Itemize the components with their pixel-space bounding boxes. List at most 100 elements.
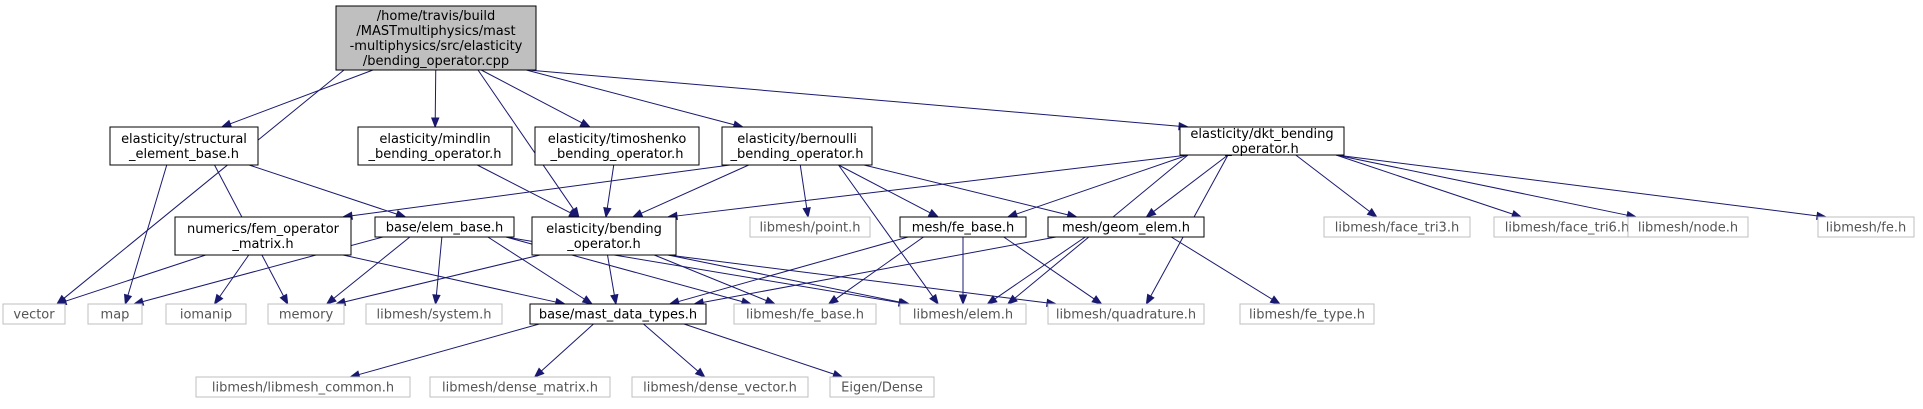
node-vector: vector (2, 303, 66, 325)
node-label: iomanip (180, 308, 232, 323)
edge-bo-to-quad (667, 254, 1048, 304)
edge-root-to-seb (230, 69, 374, 125)
arrowhead (958, 294, 968, 306)
node-febase[interactable]: mesh/fe_base.h (899, 216, 1027, 238)
node-label: base/mast_data_types.h (539, 308, 697, 323)
edge-seb-to-ebase (248, 164, 398, 215)
node-box (1239, 303, 1375, 325)
node-map: map (87, 303, 143, 325)
edge-geom-to-elem (994, 236, 1086, 300)
node-box (87, 303, 143, 325)
node-box (1179, 126, 1345, 156)
node-box (357, 126, 513, 166)
node-tri6: libmesh/face_tri6.h (1493, 216, 1641, 238)
arrowhead (694, 367, 706, 378)
node-box (529, 303, 707, 325)
edge-mdt-to-common (358, 323, 540, 376)
node-iomanip: iomanip (165, 303, 247, 325)
node-tbo[interactable]: elasticity/timoshenko_bending_operator.h (534, 126, 700, 166)
node-eigen: Eigen/Dense (829, 376, 935, 398)
arrowhead (927, 208, 940, 218)
node-box (174, 216, 352, 256)
node-label: libmesh/dense_vector.h (643, 381, 797, 396)
edge-bo-to-elem (667, 254, 901, 303)
node-box (1627, 216, 1749, 238)
edge-root-to-bo (477, 69, 575, 210)
node-ebase[interactable]: base/elem_base.h (374, 216, 515, 238)
arrowhead (631, 209, 644, 218)
edge-dkt-to-node (1335, 154, 1628, 216)
node-label: /MASTmultiphysics/mast (356, 24, 515, 39)
edge-ebase-to-system (435, 236, 443, 296)
arrowhead (1510, 209, 1523, 218)
node-label: _operator.h (566, 237, 641, 252)
node-point: libmesh/point.h (749, 216, 871, 238)
node-label: libmesh/fe_type.h (1249, 308, 1365, 323)
arrowhead (124, 293, 133, 306)
node-label: vector (13, 308, 55, 323)
node-system: libmesh/system.h (365, 303, 503, 325)
edge-root-to-dkt (527, 69, 1180, 127)
edges-layer (55, 69, 1828, 379)
arrowhead (603, 206, 612, 219)
arrowhead (610, 293, 619, 306)
edge-bbo-to-geom (863, 164, 1069, 216)
node-label: libmesh/dense_matrix.h (442, 381, 598, 396)
node-fe: libmesh/fe.h (1817, 216, 1915, 238)
node-label: libmesh/elem.h (913, 308, 1013, 323)
node-fom[interactable]: numerics/fem_operator_matrix.h (174, 216, 352, 256)
edge-febase-to-mdt (678, 236, 909, 303)
arrowhead (220, 119, 233, 128)
node-mdt[interactable]: base/mast_data_types.h (529, 303, 707, 325)
node-lfebase: libmesh/fe_base.h (733, 303, 877, 325)
node-dkt[interactable]: elasticity/dkt_bending_operator.h (1179, 126, 1345, 157)
node-label: libmesh/system.h (377, 308, 492, 323)
node-label: base/elem_base.h (386, 221, 504, 236)
arrowhead (827, 295, 839, 305)
node-label: libmesh/face_tri3.h (1335, 221, 1459, 236)
node-label: libmesh/libmesh_common.h (212, 381, 394, 396)
edge-dkt-to-tri3 (1295, 154, 1370, 212)
node-box (899, 303, 1027, 325)
arrowhead (432, 294, 441, 306)
edge-fom-to-iomanip (219, 254, 250, 297)
arrowhead (832, 369, 844, 378)
node-label: Eigen/Dense (841, 381, 923, 396)
arrowhead (1006, 294, 1018, 305)
node-label: memory (279, 308, 334, 323)
edge-geom-to-fetype (1170, 236, 1273, 300)
arrowhead (533, 367, 545, 378)
node-label: /bending_operator.cpp (363, 54, 509, 69)
node-dvec: libmesh/dense_vector.h (631, 376, 809, 398)
node-box (374, 216, 515, 238)
node-box (109, 126, 259, 166)
node-seb[interactable]: elasticity/structural_element_base.h (109, 126, 259, 166)
node-box (749, 216, 871, 238)
node-box (335, 5, 537, 71)
node-geom[interactable]: mesh/geom_elem.h (1047, 216, 1205, 238)
node-bbo[interactable]: elasticity/bernoulli_bending_operator.h (721, 126, 873, 166)
arrowhead (325, 294, 337, 305)
arrowhead (279, 293, 289, 306)
edge-febase-to-lfebase (835, 236, 924, 300)
edge-root-to-mbo (434, 69, 437, 119)
node-label: numerics/fem_operator (187, 222, 340, 237)
node-bo[interactable]: elasticity/bending_operator.h (531, 216, 677, 256)
node-box (631, 376, 809, 398)
node-memory: memory (267, 303, 345, 325)
node-box (195, 376, 411, 398)
node-label: elasticity/timoshenko (548, 132, 687, 147)
node-label: -multiphysics/src/elasticity (350, 39, 523, 54)
node-label: elasticity/bernoulli (737, 132, 857, 147)
edge-dkt-to-fe (1335, 154, 1818, 217)
edge-bo-to-memory (344, 254, 541, 303)
arrowhead (929, 293, 939, 306)
node-dmat: libmesh/dense_matrix.h (429, 376, 611, 398)
edge-ebase-to-mdt (487, 236, 585, 300)
node-mbo[interactable]: elasticity/mindlin_bending_operator.h (357, 126, 513, 166)
arrowhead (1145, 207, 1157, 218)
node-root[interactable]: /home/travis/build/MASTmultiphysics/mast… (335, 5, 537, 71)
edge-root-to-bbo (526, 69, 735, 126)
node-label: _bending_operator.h (368, 147, 502, 162)
